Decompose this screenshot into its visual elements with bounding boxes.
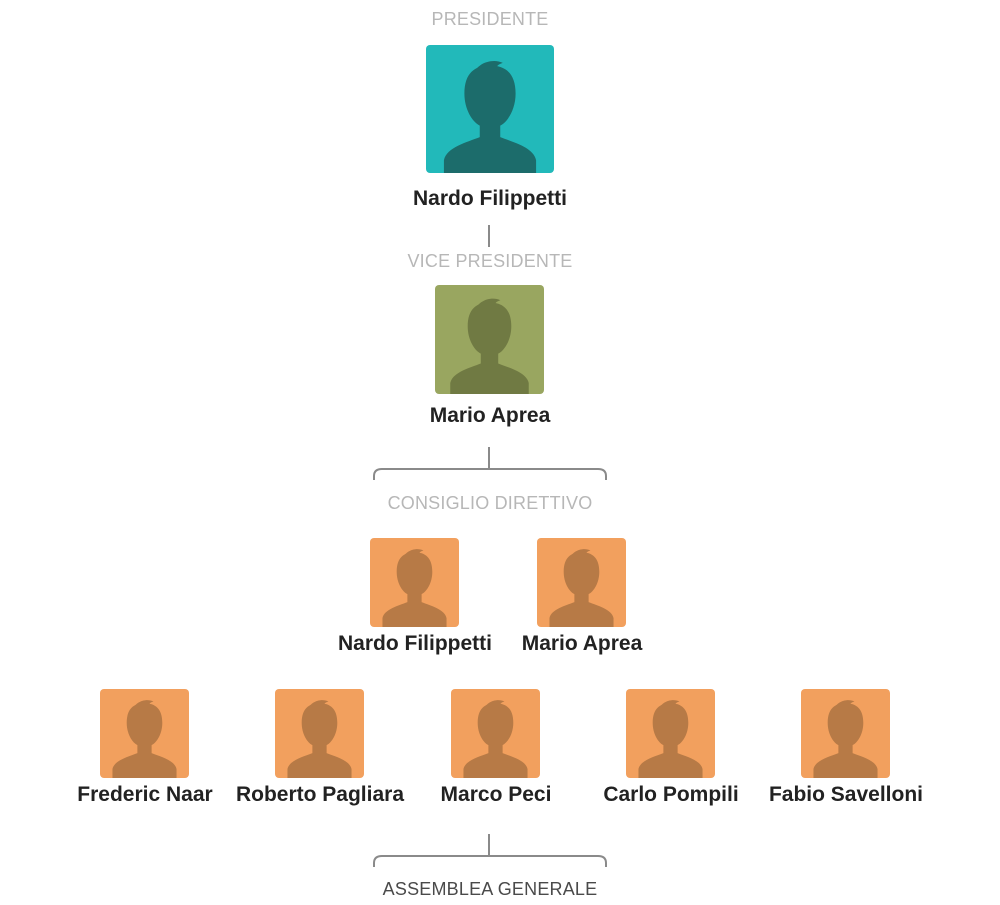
person-silhouette-icon <box>426 45 554 173</box>
member-avatar <box>626 689 715 778</box>
board-member-name: Nardo Filippetti <box>338 632 492 655</box>
member-name: Frederic Naar <box>77 783 213 806</box>
board-member-avatar <box>537 538 626 627</box>
group-bracket <box>373 468 607 480</box>
member-name: Carlo Pompili <box>603 783 739 806</box>
connector-line <box>488 447 490 469</box>
member-avatar <box>100 689 189 778</box>
member-avatar <box>275 689 364 778</box>
person-silhouette-icon <box>801 689 890 778</box>
member-name: Marco Peci <box>440 783 552 806</box>
member-avatar <box>801 689 890 778</box>
person-silhouette-icon <box>537 538 626 627</box>
person-silhouette-icon <box>626 689 715 778</box>
vice-president-avatar <box>435 285 544 394</box>
group-bracket <box>373 855 607 867</box>
person-silhouette-icon <box>100 689 189 778</box>
member-name: Roberto Pagliara <box>235 783 405 806</box>
connector-line <box>488 834 490 856</box>
board-member-avatar <box>370 538 459 627</box>
member-avatar <box>451 689 540 778</box>
person-silhouette-icon <box>275 689 364 778</box>
president-role-label: PRESIDENTE <box>431 9 549 29</box>
president-avatar <box>426 45 554 173</box>
president-name: Nardo Filippetti <box>413 187 567 210</box>
person-silhouette-icon <box>370 538 459 627</box>
person-silhouette-icon <box>435 285 544 394</box>
person-silhouette-icon <box>451 689 540 778</box>
vice-president-name: Mario Aprea <box>429 404 551 427</box>
member-name: Fabio Savelloni <box>768 783 924 806</box>
board-member-name: Mario Aprea <box>521 632 643 655</box>
board-role-label: CONSIGLIO DIRETTIVO <box>387 493 593 513</box>
vice-president-role-label: VICE PRESIDENTE <box>407 251 573 271</box>
assembly-role-label: ASSEMBLEA GENERALE <box>382 879 598 899</box>
connector-line <box>488 225 490 247</box>
